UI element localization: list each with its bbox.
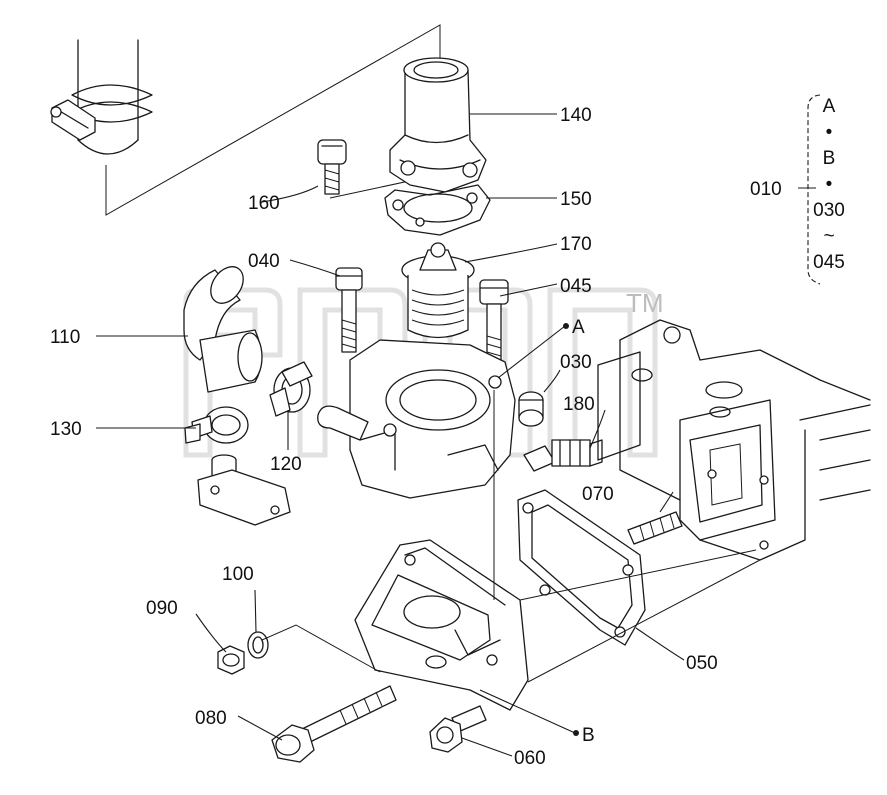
callout-090: 090	[146, 598, 178, 619]
callout-100: 100	[222, 564, 254, 585]
assembly-line-hose	[105, 24, 441, 216]
thermostat-170	[401, 242, 475, 339]
watermark-glyph-4	[547, 287, 658, 458]
callout-ref-b: B	[582, 725, 595, 746]
callout-170: 170	[560, 234, 592, 255]
hose-110	[183, 266, 263, 393]
thermostat-housing	[349, 339, 516, 499]
callout-120: 120	[270, 454, 302, 475]
hose-pipe	[50, 39, 153, 155]
callout-150: 150	[560, 189, 592, 210]
leader-lines	[96, 113, 816, 757]
callout-045: 045	[560, 276, 592, 297]
ref-dot-b	[573, 730, 579, 736]
callout-180: 180	[563, 394, 595, 415]
callout-110: 110	[50, 327, 80, 348]
bolt-080	[271, 685, 397, 763]
gasket-150	[384, 184, 491, 236]
assembly-line-gasket-lower	[527, 559, 761, 683]
gasket-050	[517, 489, 646, 646]
clamp-130	[184, 406, 249, 444]
engine-block	[597, 319, 871, 561]
legend-item-045: 045	[813, 252, 845, 273]
callout-030: 030	[560, 352, 592, 373]
elbow-pipe	[317, 405, 369, 441]
stud-070	[627, 511, 683, 545]
watermark-glyph-2	[297, 287, 408, 458]
nut-090	[217, 645, 245, 675]
water-flange	[354, 539, 529, 711]
assembly-line-nut	[261, 624, 381, 673]
bolt-160	[317, 139, 347, 195]
ref-dot-a	[563, 323, 569, 329]
plug-030	[518, 391, 544, 427]
legend-bracket	[807, 94, 821, 285]
callout-080: 080	[195, 708, 227, 729]
assembly-line-gasket	[519, 549, 757, 601]
sensor-180	[523, 439, 603, 472]
legend-tilde: ~	[823, 226, 834, 247]
callout-070: 070	[582, 484, 614, 505]
legend-item-a: A	[823, 96, 836, 117]
pipe-fitting	[197, 454, 291, 526]
callout-140: 140	[560, 105, 592, 126]
legend-bullet-1: •	[826, 122, 833, 143]
callout-060: 060	[514, 748, 546, 769]
callout-ref-a: A	[572, 317, 585, 338]
callout-040: 040	[248, 251, 280, 272]
callout-160: 160	[248, 193, 280, 214]
washer-100	[247, 631, 269, 659]
thermostat-cover	[389, 57, 487, 193]
legend-bullet-2: •	[826, 174, 833, 195]
callout-labels: 140 160 150 170 040 045 110 A 030 180 13…	[50, 105, 718, 769]
callout-050: 050	[686, 653, 718, 674]
bolt-060	[429, 705, 487, 753]
bolt-040	[335, 267, 363, 353]
callout-130: 130	[50, 419, 82, 440]
watermark-tm: TM	[626, 288, 664, 318]
clamp-120	[269, 361, 313, 417]
bolt-045	[479, 279, 509, 367]
legend-item-030: 030	[813, 200, 845, 221]
legend-item-b: B	[823, 148, 836, 169]
legend-group-label: 010	[750, 179, 782, 200]
side-legend: 010 A • B • 030 ~ 045	[750, 94, 845, 285]
